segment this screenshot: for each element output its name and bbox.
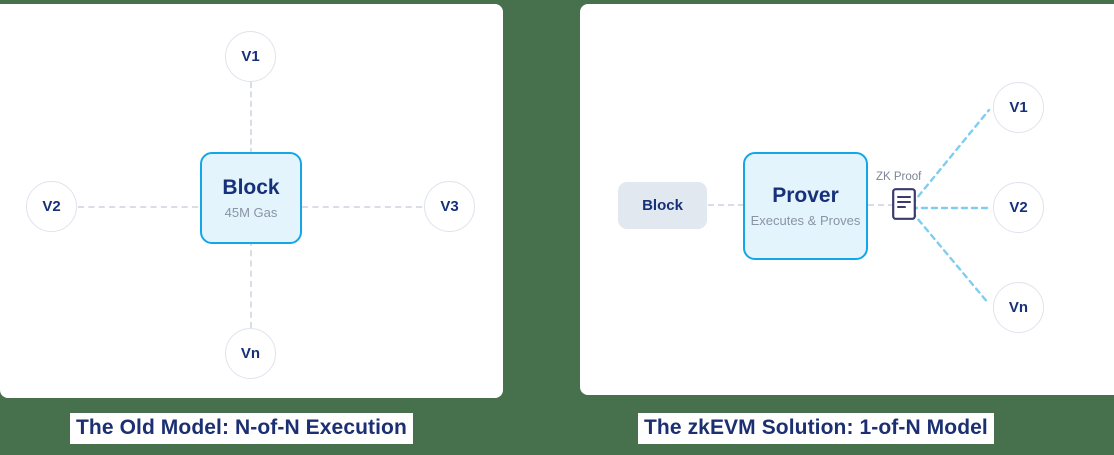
prover-node-title: Prover [772, 183, 839, 207]
validator-label: V1 [241, 48, 260, 65]
validator-label: Vn [240, 345, 261, 362]
edge-block-to-v1 [250, 82, 252, 154]
validator-node-v1[interactable]: V1 [225, 31, 276, 82]
validator-label: V2 [42, 198, 61, 215]
block-node[interactable]: Block [618, 182, 707, 229]
validator-label: Vn [1008, 299, 1029, 316]
zk-proof-group[interactable]: ZK Proof [876, 170, 940, 230]
validator-node-v2[interactable]: V2 [993, 182, 1044, 233]
prover-node[interactable]: Prover Executes & Proves [743, 152, 868, 260]
block-node-subtitle: 45M Gas [224, 204, 278, 220]
left-diagram-panel: Block 45M Gas V1 V2 V3 Vn [0, 4, 503, 398]
edge-prover-to-proof [868, 204, 894, 206]
right-panel-caption: The zkEVM Solution: 1-of-N Model [638, 413, 994, 444]
document-icon [892, 188, 916, 220]
validator-node-vn[interactable]: Vn [225, 328, 276, 379]
validator-node-v3[interactable]: V3 [424, 181, 475, 232]
validator-node-v1[interactable]: V1 [993, 82, 1044, 133]
prover-node-subtitle: Executes & Proves [750, 212, 861, 228]
validator-node-v2[interactable]: V2 [26, 181, 77, 232]
edge-block-to-vn [250, 240, 252, 328]
left-panel-caption: The Old Model: N-of-N Execution [70, 413, 413, 444]
validator-label: V3 [440, 198, 459, 215]
edge-block-to-v2 [78, 206, 198, 208]
validator-label: V2 [1009, 199, 1028, 216]
block-node-title: Block [642, 197, 683, 214]
validator-label: V1 [1009, 99, 1028, 116]
right-diagram-panel: Block Prover Executes & Proves V1 V2 Vn [580, 4, 1114, 395]
block-node-title: Block [222, 175, 280, 199]
edge-block-to-v3 [302, 206, 422, 208]
block-node[interactable]: Block 45M Gas [200, 152, 302, 244]
zk-proof-label: ZK Proof [876, 171, 922, 183]
edge-block-to-prover [708, 204, 744, 206]
validator-node-vn[interactable]: Vn [993, 282, 1044, 333]
